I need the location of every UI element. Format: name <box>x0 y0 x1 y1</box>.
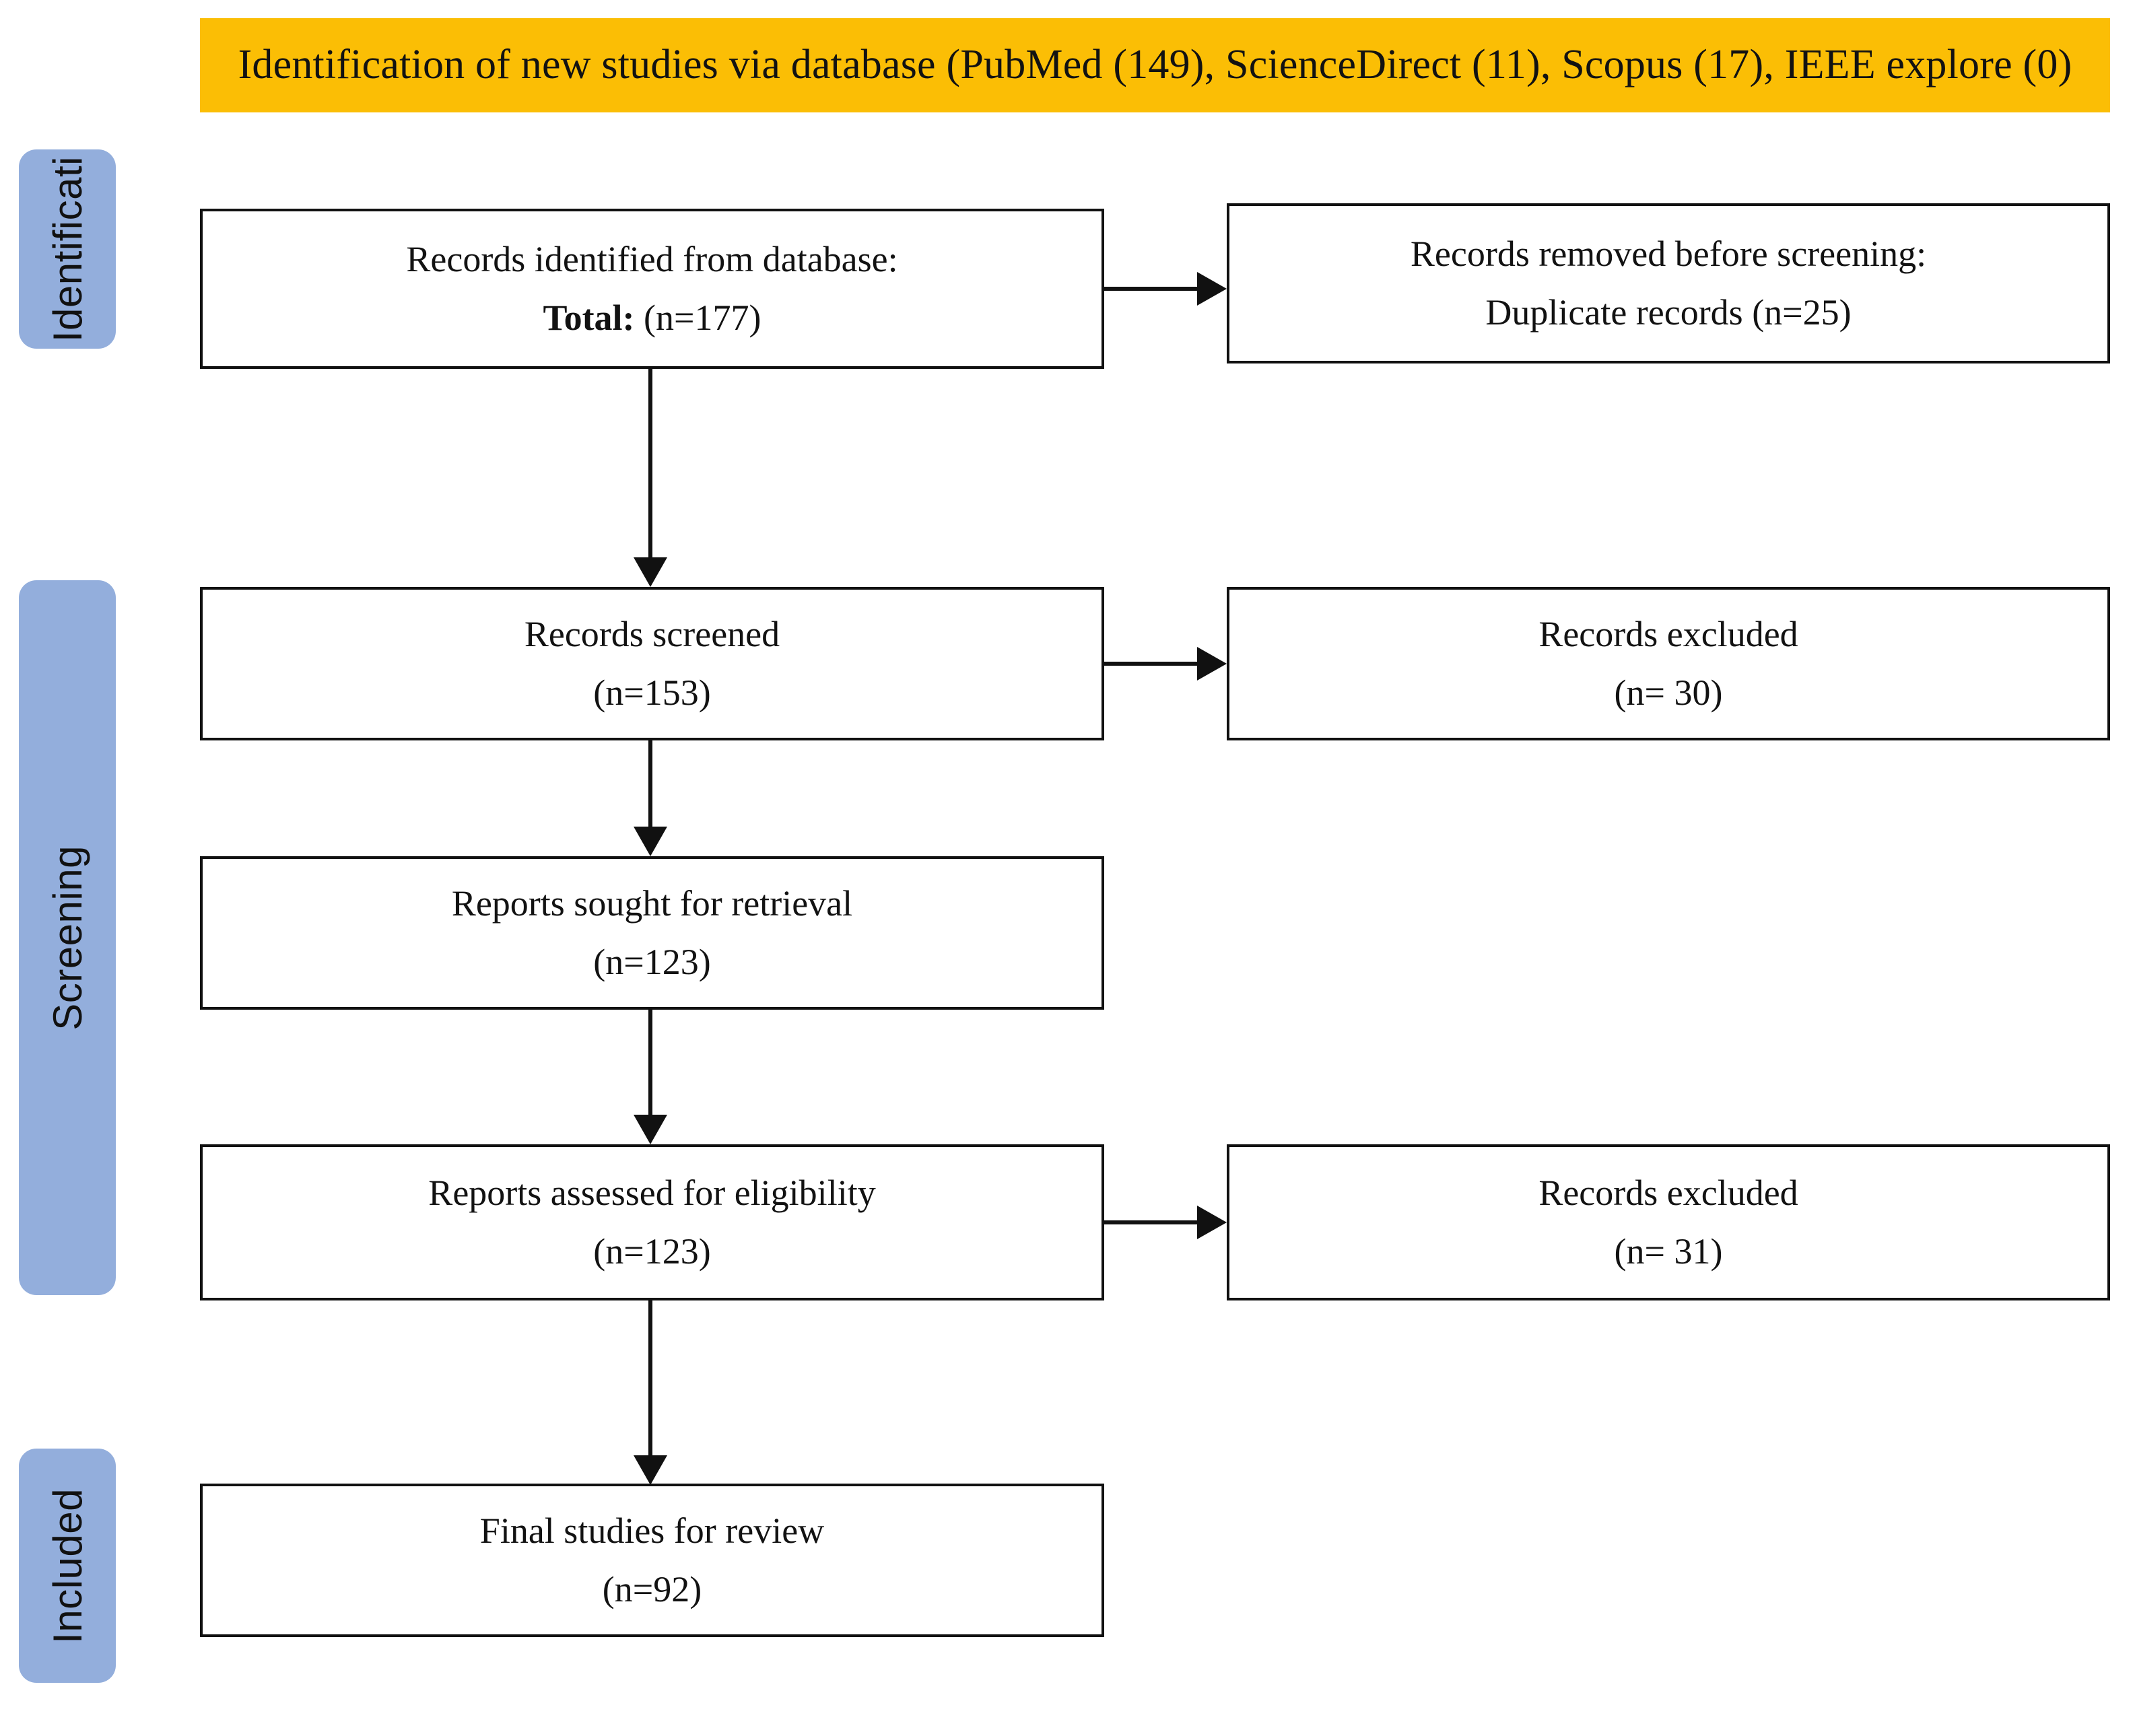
box-records-identified: Records identified from database: Total:… <box>200 209 1104 369</box>
box-records-excluded-eligibility: Records excluded (n= 31) <box>1227 1144 2110 1300</box>
stage-bar-included: Included <box>19 1449 116 1683</box>
box-records-identified-total-value: (n=177) <box>634 298 761 338</box>
box-final-studies-line2: (n=92) <box>602 1569 702 1609</box>
arrowhead-assessed-to-final <box>634 1455 667 1485</box>
connector-assessed-to-excluded <box>1104 1220 1197 1224</box>
box-records-removed-line1: Records removed before screening: <box>1410 233 1927 274</box>
box-records-screened-line1: Records screened <box>524 613 780 654</box>
arrowhead-sought-to-assessed <box>634 1115 667 1144</box>
stage-bar-identification: Identificati <box>19 149 116 349</box>
box-reports-sought-line2: (n=123) <box>593 942 711 982</box>
diagram-title-banner: Identification of new studies via databa… <box>200 18 2110 112</box>
box-reports-sought-line1: Reports sought for retrieval <box>451 882 853 924</box>
arrowhead-identified-to-removed <box>1197 272 1227 306</box>
box-records-identified-line1: Records identified from database: <box>406 238 898 279</box>
arrowhead-screened-to-sought <box>634 827 667 856</box>
box-records-excluded-screening-line1: Records excluded <box>1538 613 1798 654</box>
box-records-removed: Records removed before screening: Duplic… <box>1227 203 2110 363</box>
box-records-excluded-eligibility-line1: Records excluded <box>1538 1172 1798 1213</box>
connector-identified-to-screened <box>648 369 652 559</box>
connector-assessed-to-final <box>648 1300 652 1457</box>
box-final-studies-line1: Final studies for review <box>479 1510 825 1551</box>
box-reports-assessed: Reports assessed for eligibility (n=123) <box>200 1144 1104 1300</box>
box-reports-assessed-line1: Reports assessed for eligibility <box>428 1172 876 1213</box>
diagram-title-text: Identification of new studies via databa… <box>238 42 2072 88</box>
box-records-excluded-screening: Records excluded (n= 30) <box>1227 587 2110 740</box>
arrowhead-identified-to-screened <box>634 557 667 587</box>
stage-label-screening: Screening <box>44 845 90 1031</box>
box-records-screened: Records screened (n=153) <box>200 587 1104 740</box>
connector-sought-to-assessed <box>648 1010 652 1116</box>
arrowhead-screened-to-excluded <box>1197 647 1227 681</box>
box-records-removed-line2: Duplicate records (n=25) <box>1485 292 1852 333</box>
box-records-identified-total-label: Total: <box>543 298 635 338</box>
stage-label-included: Included <box>44 1488 90 1644</box>
box-records-excluded-screening-line2: (n= 30) <box>1614 672 1723 713</box>
box-reports-assessed-line2: (n=123) <box>593 1231 711 1272</box>
connector-screened-to-sought <box>648 740 652 828</box>
box-records-excluded-eligibility-line2: (n= 31) <box>1614 1231 1723 1272</box>
box-reports-sought: Reports sought for retrieval (n=123) <box>200 856 1104 1010</box>
arrowhead-assessed-to-excluded <box>1197 1206 1227 1239</box>
box-records-identified-line2: Total: (n=177) <box>543 289 761 347</box>
connector-identified-to-removed <box>1104 287 1197 291</box>
stage-bar-screening: Screening <box>19 580 116 1295</box>
connector-screened-to-excluded <box>1104 662 1197 666</box>
box-records-screened-line2: (n=153) <box>593 672 711 713</box>
box-final-studies: Final studies for review (n=92) <box>200 1484 1104 1637</box>
stage-label-identification: Identificati <box>44 155 90 343</box>
